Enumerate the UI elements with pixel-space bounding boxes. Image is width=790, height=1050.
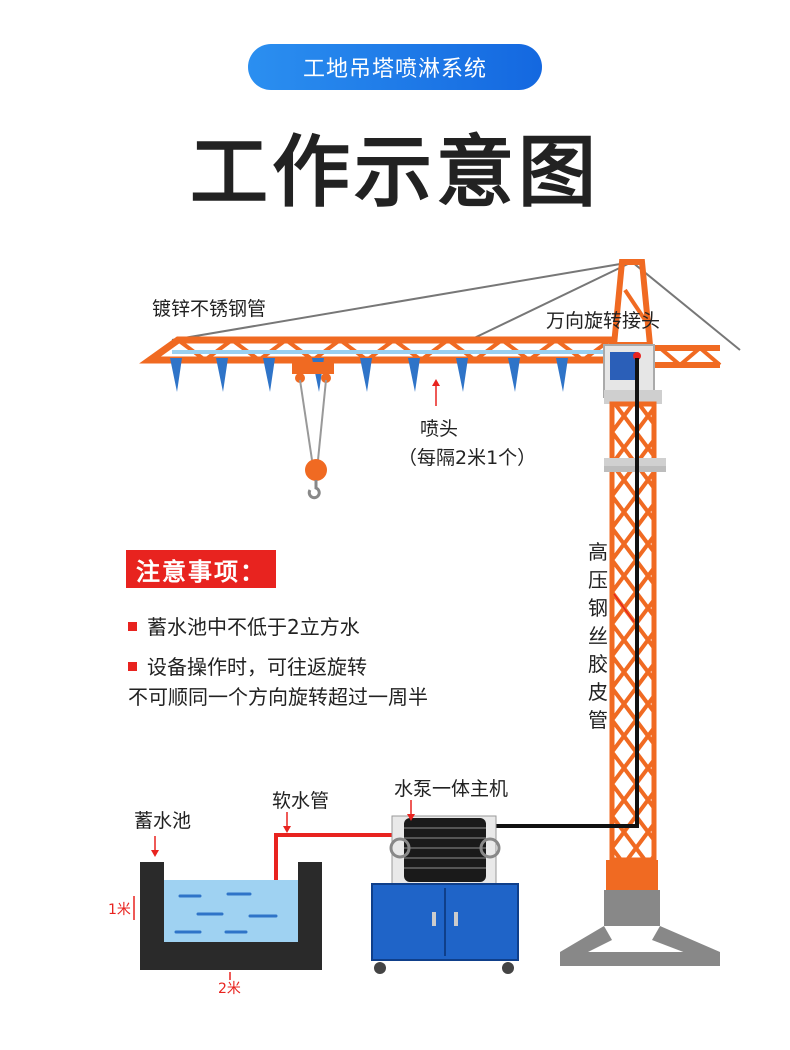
bullet-icon (128, 662, 137, 671)
nozzle (408, 358, 420, 392)
label-swivel-joint: 万向旋转接头 (546, 310, 661, 332)
notice-title: 注意事项： (126, 550, 276, 588)
hook-trolley (292, 362, 334, 500)
label-pipe: 镀锌不锈钢管 (152, 298, 267, 320)
spray-nozzles (170, 358, 568, 392)
notice-item: 设备操作时，可往返旋转 不可顺同一个方向旋转超过一周半 (128, 655, 428, 709)
high-pressure-hose (496, 358, 639, 828)
nozzle (556, 358, 568, 392)
vertical-hose-arrow (613, 593, 635, 623)
pump-unit (371, 815, 519, 974)
hook-block (305, 459, 327, 481)
nozzle (216, 358, 228, 392)
crane-jib (139, 336, 616, 364)
label-pool-width: 2米 (218, 981, 241, 997)
counter-jib (650, 345, 722, 368)
nozzle (456, 358, 468, 392)
wheel (502, 962, 514, 974)
wheel (374, 962, 386, 974)
label-pool: 蓄水池 (134, 810, 192, 832)
nozzle (360, 358, 372, 392)
hook-icon (307, 480, 321, 500)
header-badge: 工地吊塔喷淋系统 (248, 44, 542, 90)
operator-cab (603, 344, 662, 404)
stay-cable-front (171, 261, 633, 341)
label-high-pressure-hose: 高压钢丝胶皮管 (588, 540, 608, 732)
nozzle (508, 358, 520, 392)
bullet-icon (128, 622, 137, 631)
water-pool (140, 862, 322, 970)
label-nozzle: 喷头 (420, 418, 459, 440)
label-pump: 水泵一体主机 (394, 778, 509, 800)
label-soft-hose: 软水管 (272, 790, 330, 812)
label-nozzle-spacing: （每隔2米1个） (398, 447, 537, 469)
label-pool-height: 1米 (108, 902, 131, 918)
stay-cable-mid (469, 261, 633, 341)
stay-cable-back (631, 261, 741, 351)
soft-water-hose (274, 833, 392, 880)
page-title: 工作示意图 (189, 128, 600, 218)
tower-mast (609, 401, 657, 863)
nozzle (170, 358, 182, 392)
nozzle (263, 358, 275, 392)
tower-base (560, 860, 720, 966)
notice-item: 蓄水池中不低于2立方水 (128, 612, 360, 642)
